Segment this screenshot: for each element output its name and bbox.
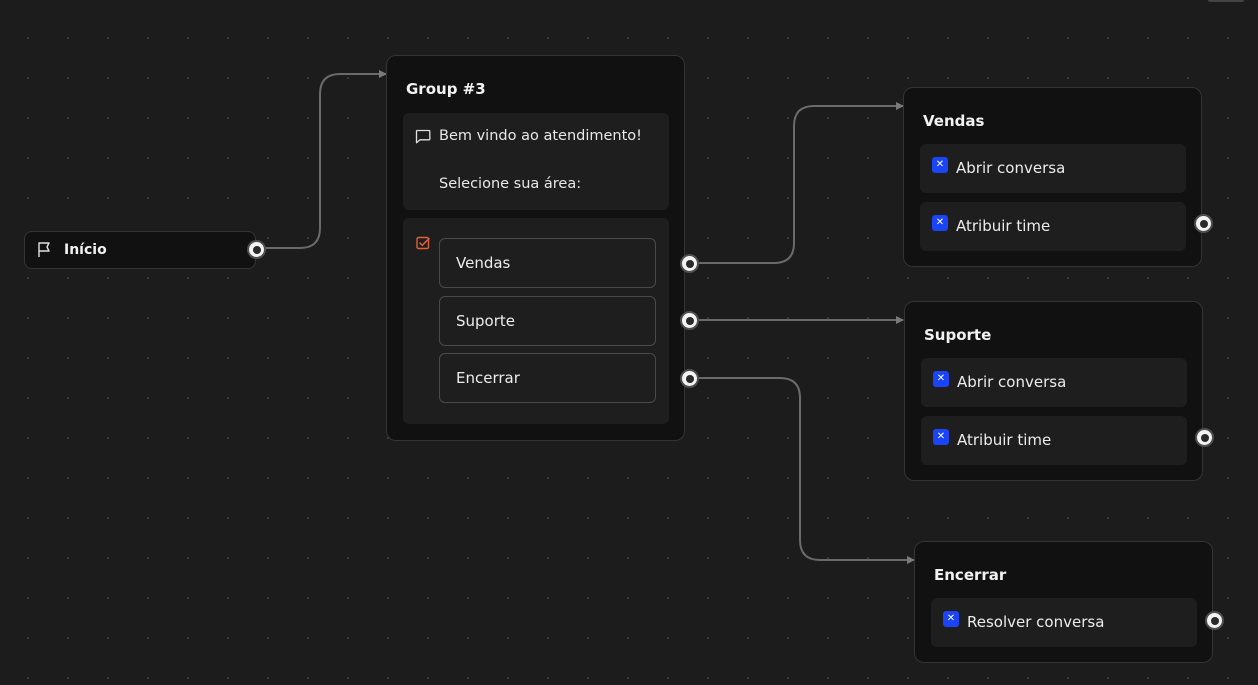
action-open-conversation[interactable]: ✕ Abrir conversa <box>920 144 1186 193</box>
suporte-title: Suporte <box>924 326 992 344</box>
group-title: Group #3 <box>406 80 486 98</box>
action-label: Atribuir time <box>956 217 1051 235</box>
choice-label: Vendas <box>456 254 511 272</box>
message-line: Selecione sua área: <box>439 176 582 192</box>
choice-block[interactable]: Vendas Suporte Encerrar <box>403 218 669 424</box>
message-block[interactable]: Bem vindo ao atendimento! Selecione sua … <box>403 113 669 210</box>
action-label: Atribuir time <box>957 431 1052 449</box>
action-label: Abrir conversa <box>956 159 1066 177</box>
edge-start-to-group <box>264 70 387 249</box>
choice-suporte-handle[interactable] <box>680 311 699 330</box>
start-node-output-handle[interactable] <box>247 240 266 259</box>
encerrar-node[interactable]: Encerrar ✕ Resolver conversa <box>914 541 1213 663</box>
action-label: Abrir conversa <box>957 373 1067 391</box>
suporte-node[interactable]: Suporte ✕ Abrir conversa ✕ Atribuir time <box>904 301 1203 481</box>
chatwoot-icon: ✕ <box>932 157 948 173</box>
choice-label: Encerrar <box>456 369 520 387</box>
checkbox-icon <box>416 236 430 250</box>
edge-encerrar <box>696 377 915 564</box>
message-line: Bem vindo ao atendimento! <box>439 128 642 144</box>
choice-label: Suporte <box>456 312 516 330</box>
action-open-conversation[interactable]: ✕ Abrir conversa <box>921 358 1187 407</box>
toolbar-edge <box>1208 0 1244 2</box>
vendas-output-handle[interactable] <box>1194 214 1213 233</box>
choice-vendas[interactable]: Vendas <box>439 238 656 288</box>
chatwoot-icon: ✕ <box>943 611 959 627</box>
choice-suporte[interactable]: Suporte <box>439 296 656 346</box>
vendas-title: Vendas <box>923 112 985 130</box>
chatwoot-icon: ✕ <box>932 215 948 231</box>
action-assign-team[interactable]: ✕ Atribuir time <box>921 416 1187 465</box>
vendas-node[interactable]: Vendas ✕ Abrir conversa ✕ Atribuir time <box>903 87 1202 267</box>
flag-icon <box>38 242 50 257</box>
group-node[interactable]: Group #3 Bem vindo ao atendimento! Selec… <box>386 55 685 441</box>
choice-encerrar-handle[interactable] <box>680 369 699 388</box>
action-resolve-conversation[interactable]: ✕ Resolver conversa <box>931 598 1197 647</box>
chatwoot-icon: ✕ <box>933 429 949 445</box>
choice-vendas-handle[interactable] <box>680 254 699 273</box>
encerrar-title: Encerrar <box>934 566 1007 584</box>
encerrar-output-handle[interactable] <box>1205 611 1224 630</box>
choice-encerrar[interactable]: Encerrar <box>439 353 656 403</box>
start-node[interactable]: Início <box>24 231 256 269</box>
action-label: Resolver conversa <box>967 613 1105 631</box>
edge-vendas <box>696 102 904 264</box>
start-node-label: Início <box>64 242 107 258</box>
action-assign-team[interactable]: ✕ Atribuir time <box>920 202 1186 251</box>
suporte-output-handle[interactable] <box>1195 428 1214 447</box>
message-icon <box>415 129 431 144</box>
chatwoot-icon: ✕ <box>933 371 949 387</box>
